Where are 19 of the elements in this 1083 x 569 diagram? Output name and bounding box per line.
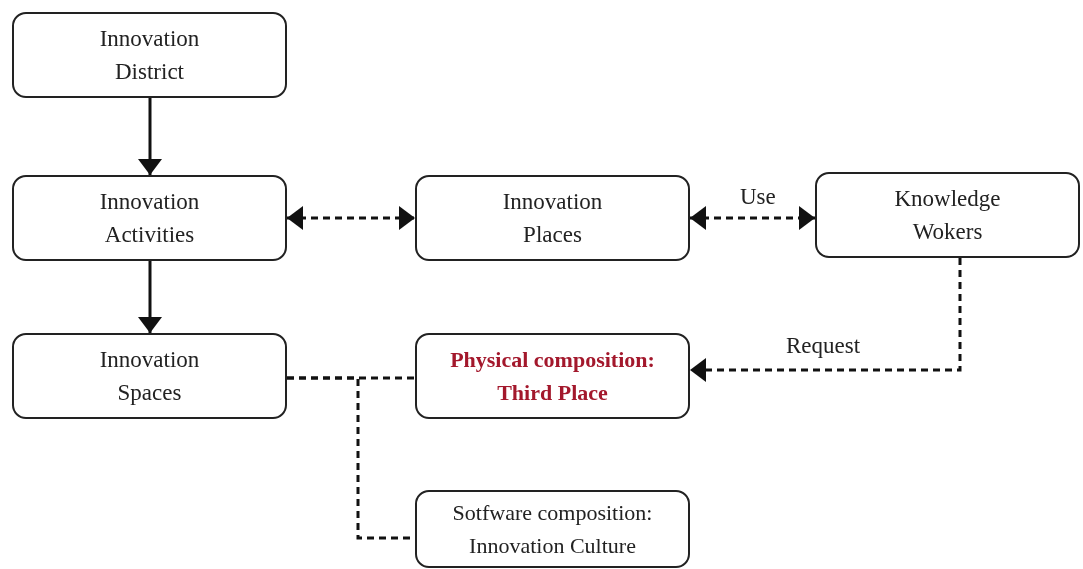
process-box <box>12 175 287 261</box>
arrow <box>138 98 162 175</box>
arrow <box>287 206 415 230</box>
box-label: Sotfware composition: Innovation Culture <box>451 499 654 560</box>
arrow <box>138 261 162 333</box>
box-label: Innovation Activities <box>98 188 201 249</box>
arrow <box>690 258 962 382</box>
process-box <box>815 172 1080 258</box>
arrow <box>690 206 815 230</box>
process-box <box>12 333 287 419</box>
process-box <box>12 12 287 98</box>
box-label: Innovation Places <box>501 188 604 249</box>
process-box <box>415 175 690 261</box>
box-label: Innovation Spaces <box>98 346 201 407</box>
box-label: Knowledge Wokers <box>893 185 1002 246</box>
process-box <box>415 333 690 419</box>
box-label: Innovation District <box>98 25 201 86</box>
process-box <box>415 490 690 568</box>
box-label: Physical composition: Third Place <box>449 346 656 407</box>
